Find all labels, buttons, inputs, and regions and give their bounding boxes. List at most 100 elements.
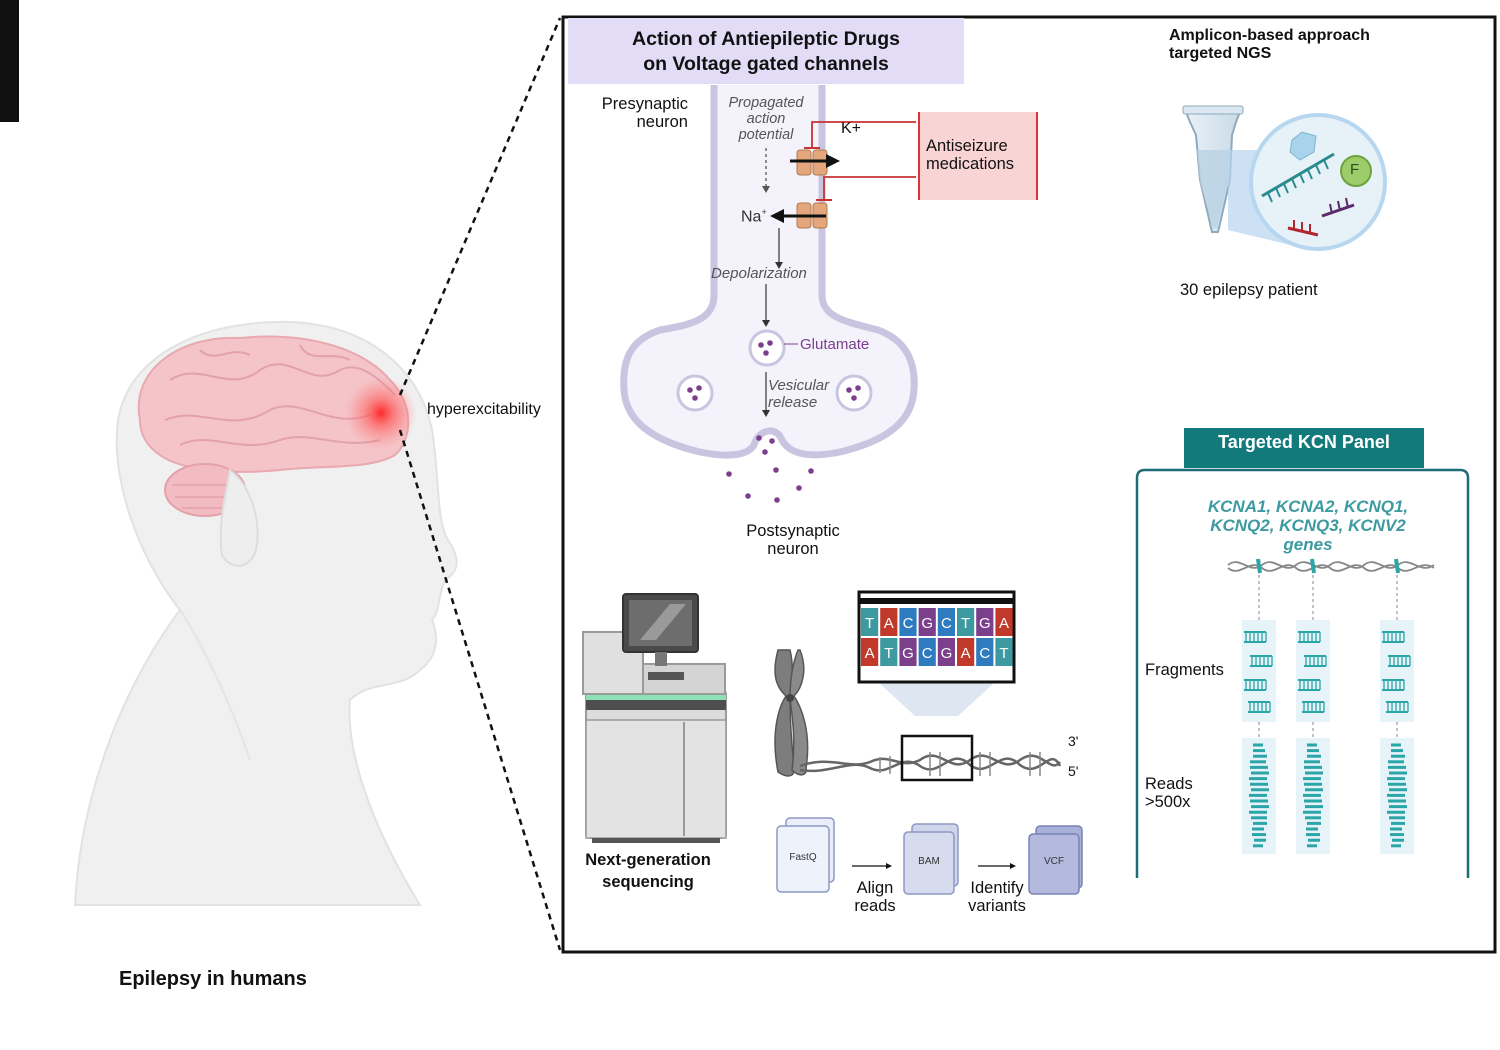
sequence-tile-top bbox=[899, 608, 917, 636]
dna-fragment bbox=[1298, 679, 1321, 691]
sequence-base-top: C bbox=[903, 615, 914, 632]
read-columns bbox=[1242, 738, 1414, 854]
human-head-illustration bbox=[73, 320, 458, 906]
bam-label: BAM bbox=[918, 856, 940, 867]
dna-fragment bbox=[1244, 679, 1267, 691]
dna-fragment bbox=[1382, 631, 1405, 643]
sequence-base-bottom: G bbox=[941, 645, 953, 662]
dna-helix bbox=[799, 754, 1062, 773]
sequence-tile-bottom bbox=[899, 638, 917, 666]
fragment-column bbox=[1380, 620, 1414, 722]
dna-fragment bbox=[1302, 701, 1325, 713]
fragment-columns bbox=[1242, 620, 1414, 722]
sequence-base-bottom: C bbox=[979, 645, 990, 662]
mechanism-title-line2: on Voltage gated channels bbox=[643, 53, 889, 75]
sequence-tile-top bbox=[976, 608, 994, 636]
sequence-viewer bbox=[857, 590, 1016, 684]
sequence-base-top: G bbox=[921, 615, 933, 632]
dna-fragment bbox=[1388, 655, 1411, 667]
sequence-base-bottom: G bbox=[902, 645, 914, 662]
kcn-panel-frame bbox=[1135, 468, 1470, 878]
depolarization-label: Depolarization bbox=[711, 265, 807, 282]
vesicle-right bbox=[835, 374, 873, 412]
dna-fragment bbox=[1248, 701, 1271, 713]
dna-fragment bbox=[1382, 679, 1405, 691]
patient-count: 30 epilepsy patient bbox=[1180, 281, 1318, 299]
sequence-base-top: G bbox=[979, 615, 991, 632]
strand-5-label: 5' bbox=[1068, 763, 1079, 779]
dna-fragment bbox=[1250, 655, 1273, 667]
corner-tab bbox=[0, 0, 19, 122]
hyperexcitability-label: hyperexcitability bbox=[427, 401, 541, 418]
bam-file-stack bbox=[903, 823, 959, 895]
vcf-label: VCF bbox=[1044, 856, 1064, 867]
sequence-tile-bottom bbox=[918, 638, 936, 666]
fragment-column bbox=[1242, 620, 1276, 722]
fragment-column bbox=[1296, 620, 1330, 722]
main-frame bbox=[561, 15, 1497, 954]
dna-fragment bbox=[1244, 631, 1267, 643]
sequence-tile-bottom bbox=[976, 638, 994, 666]
callout-line-bottom bbox=[398, 429, 562, 951]
released-glutamate bbox=[726, 435, 814, 503]
sequencer-machine bbox=[582, 593, 727, 843]
sequence-base-bottom: C bbox=[922, 645, 933, 662]
fragments-label: Fragments bbox=[1145, 661, 1224, 679]
sequence-base-top: A bbox=[884, 615, 894, 632]
sequence-tile-top bbox=[937, 608, 955, 636]
sequence-base-top: A bbox=[999, 615, 1009, 632]
dna-zoom-box bbox=[900, 734, 974, 782]
callout-line-top bbox=[398, 17, 562, 396]
sequence-base-bottom: T bbox=[884, 645, 893, 662]
kcn-panel-header: Targeted KCN Panel bbox=[1184, 428, 1424, 468]
strand-3-label: 3' bbox=[1068, 733, 1079, 749]
sequence-tile-top bbox=[880, 608, 898, 636]
dna-fragment bbox=[1304, 655, 1327, 667]
seizure-focus bbox=[345, 377, 417, 449]
reaction-bubble bbox=[1249, 113, 1387, 251]
sequence-tile-bottom bbox=[995, 638, 1013, 666]
vcf-file-stack bbox=[1028, 825, 1083, 895]
sequence-tile-top bbox=[861, 608, 879, 636]
vesicle-left bbox=[676, 374, 714, 412]
sequence-tile-top bbox=[918, 608, 936, 636]
sequence-base-bottom: T bbox=[999, 645, 1008, 662]
sequence-tile-top bbox=[995, 608, 1013, 636]
sequence-tile-bottom bbox=[937, 638, 955, 666]
reads-label: Reads>500x bbox=[1145, 775, 1193, 812]
mechanism-title-line1: Action of Antiepileptic Drugs bbox=[632, 28, 900, 50]
glutamate-label: Glutamate bbox=[800, 336, 870, 353]
sequence-zoom-cone bbox=[878, 682, 995, 716]
sodium-label: Na+ bbox=[741, 207, 767, 226]
potassium-label: K+ bbox=[841, 120, 862, 137]
sequence-base-bottom: A bbox=[961, 645, 971, 662]
sequence-tile-bottom bbox=[880, 638, 898, 666]
sequence-base-top: T bbox=[961, 615, 970, 632]
sequence-base-bottom: A bbox=[865, 645, 875, 662]
dna-fragment bbox=[1386, 701, 1409, 713]
epilepsy-caption: Epilepsy in humans bbox=[119, 968, 307, 990]
fastq-file-stack bbox=[776, 817, 835, 893]
sequence-tile-bottom bbox=[957, 638, 975, 666]
sequence-base-top: T bbox=[865, 615, 874, 632]
dna-rungs bbox=[879, 752, 1041, 776]
sample-tube bbox=[1182, 105, 1244, 233]
chromosome bbox=[774, 649, 809, 777]
sequence-base-top: C bbox=[941, 615, 952, 632]
vesicle-center bbox=[748, 329, 786, 367]
fastq-label: FastQ bbox=[789, 852, 817, 863]
sequence-tile-bottom bbox=[861, 638, 879, 666]
